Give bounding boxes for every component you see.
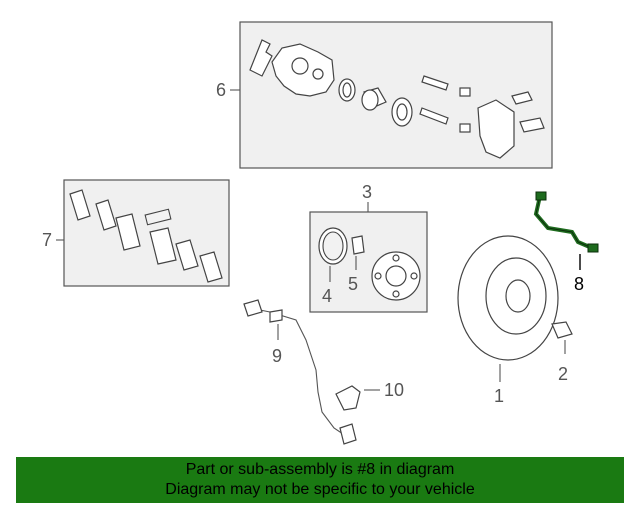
o-ring-inner [322, 231, 344, 261]
sensor-bracket [335, 385, 361, 411]
hub-stud-hole [374, 272, 382, 280]
callout-2: 2 [558, 364, 568, 384]
caliper-bore [291, 57, 309, 75]
caliper-clip [249, 39, 273, 77]
callout-6: 6 [216, 80, 226, 100]
pad-shim-lower [519, 117, 545, 133]
rotor-screw-group[interactable] [551, 321, 573, 339]
brake-hose [533, 194, 594, 250]
piston-face [361, 89, 379, 111]
hub-stud-hole [392, 290, 400, 298]
piston-seal-inner [342, 82, 352, 98]
brake-pad-1 [115, 213, 141, 251]
guide-pin-lower [419, 107, 449, 125]
callout-8: 8 [574, 274, 584, 294]
pad-shim-2 [95, 199, 117, 231]
hose-fitting-lower [587, 243, 599, 253]
hub-assembly-group[interactable] [309, 211, 428, 313]
brake-pad-box [63, 179, 230, 287]
info-banner: Part or sub-assembly is #8 in diagram Di… [16, 457, 624, 503]
callout-4: 4 [322, 286, 332, 306]
banner-line-1: Part or sub-assembly is #8 in diagram [185, 461, 455, 478]
brake-hose-outline [535, 195, 593, 249]
piston-boot-inner [396, 103, 408, 121]
caliper-bracket [477, 99, 515, 159]
pad-shim-1 [69, 189, 91, 221]
hose-fitting-upper [535, 191, 547, 201]
brake-hose-group[interactable] [533, 191, 599, 253]
callout-1: 1 [494, 386, 504, 406]
callout-10: 10 [384, 380, 404, 400]
brake-pad-2 [149, 227, 177, 265]
hub-stud-hole [392, 254, 400, 262]
callout-9: 9 [272, 346, 282, 366]
wear-indicator [144, 208, 172, 226]
pin-boot-upper [459, 87, 471, 97]
sensor-connector [243, 299, 263, 317]
pad-shim-3 [175, 239, 199, 271]
rotor-screw [551, 321, 573, 339]
brake-pad-set-group[interactable] [63, 179, 230, 287]
brake-rotor-group[interactable] [457, 235, 559, 361]
guide-pin-upper [421, 75, 449, 91]
hub-stud-hole [410, 272, 418, 280]
sensor-clip [269, 309, 283, 323]
caliper-bleeder [312, 68, 324, 80]
banner-line-2: Diagram may not be specific to your vehi… [165, 481, 475, 498]
pad-shim-4 [199, 251, 223, 283]
callout-3: 3 [362, 182, 372, 202]
wheel-speed-sensor-group[interactable] [243, 299, 357, 445]
hub-bolt [351, 235, 365, 255]
sensor-wire [249, 307, 347, 437]
caliper-assembly-group[interactable] [239, 21, 553, 169]
callout-5: 5 [348, 274, 358, 294]
pad-shim-upper [511, 91, 533, 105]
callout-7: 7 [42, 230, 52, 250]
sensor-bracket-group[interactable] [335, 385, 361, 411]
parts-diagram: 6 7 3 4 5 1 2 [42, 21, 599, 445]
hub-center [385, 265, 407, 287]
sensor-head [339, 423, 357, 445]
rotor-center-bore [505, 279, 531, 313]
pin-boot-lower [459, 123, 471, 133]
